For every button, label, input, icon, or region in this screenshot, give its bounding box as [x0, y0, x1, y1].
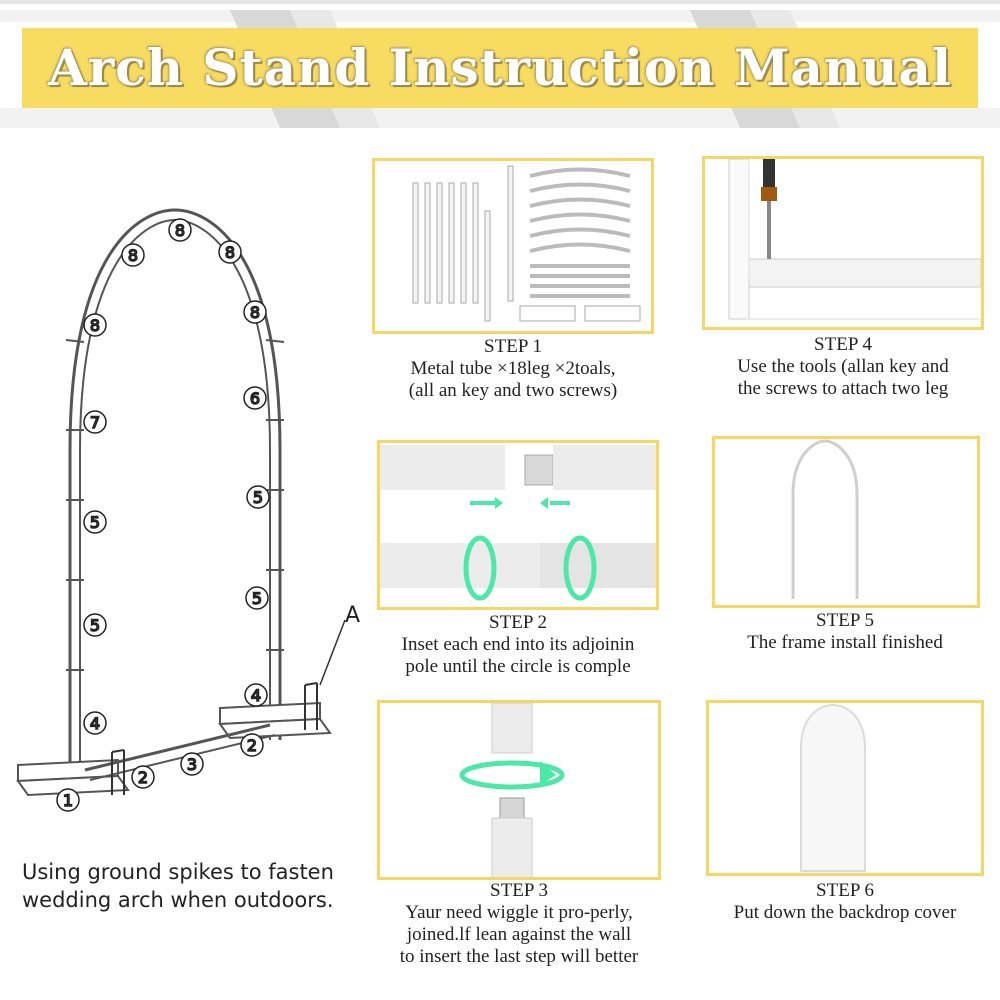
- svg-text:8: 8: [250, 303, 260, 322]
- tube-connection-illustration: [380, 445, 656, 601]
- step-text: The frame install finished: [747, 632, 943, 653]
- step1-image: [372, 158, 654, 334]
- svg-text:4: 4: [251, 686, 261, 705]
- svg-text:8: 8: [128, 246, 138, 265]
- part-number-circle: 2: [240, 733, 264, 757]
- note-line: wedding arch when outdoors.: [22, 888, 334, 912]
- arch-assembly-diagram: 8 8 8 8 8 6 7 5 5 5 5 4 4 3 2 2 1: [16, 208, 346, 812]
- step-text: to insert the last step will better: [399, 946, 639, 967]
- step2-caption: STEP 2 Inset each end into its adjoinin …: [370, 612, 666, 678]
- svg-text:5: 5: [253, 488, 263, 507]
- tube-wiggle-illustration: [459, 702, 565, 879]
- part-number-circle: 4: [83, 711, 107, 735]
- part-number-circle: 8: [218, 240, 242, 264]
- part-number-circle: 5: [83, 510, 107, 534]
- svg-text:2: 2: [138, 768, 148, 787]
- step-text: Inset each end into its adjoinin: [401, 634, 635, 655]
- part-number-circle: 4: [244, 683, 268, 707]
- step-text: Put down the backdrop cover: [733, 902, 957, 923]
- svg-text:2: 2: [247, 736, 257, 755]
- part-number-circle: 3: [180, 752, 204, 776]
- step-text: Use the tools (allan key and: [737, 356, 949, 377]
- page-title: Arch Stand Instruction Manual: [48, 38, 952, 97]
- screwdriver-illustration: [728, 158, 982, 320]
- step-title: STEP 2: [489, 612, 547, 633]
- svg-text:5: 5: [90, 513, 100, 532]
- tubes-illustration: [412, 165, 641, 322]
- svg-text:7: 7: [90, 413, 100, 432]
- step5-image: [712, 436, 980, 608]
- svg-text:8: 8: [225, 243, 235, 262]
- part-number-circle: 5: [246, 485, 270, 509]
- finished-frame-illustration: [791, 439, 859, 599]
- step-text: Yaur need wiggle it pro-perly,: [405, 902, 633, 923]
- svg-text:1: 1: [63, 791, 73, 810]
- part-number-circle: 8: [243, 300, 267, 324]
- svg-text:5: 5: [252, 589, 262, 608]
- part-number-circle: 8: [121, 243, 145, 267]
- spike-label: A: [345, 603, 361, 628]
- part-number-circle: 8: [83, 313, 107, 337]
- svg-text:5: 5: [90, 616, 100, 635]
- step3-caption: STEP 3 Yaur need wiggle it pro-perly, jo…: [356, 880, 682, 968]
- step-title: STEP 3: [490, 880, 548, 901]
- part-number-circle: 8: [168, 218, 192, 242]
- step-text: the screws to attach two leg: [737, 378, 949, 399]
- note-line: Using ground spikes to fasten: [22, 860, 334, 884]
- step6-image: [706, 700, 984, 876]
- part-number-circle: 5: [83, 613, 107, 637]
- step-text: (all an key and two screws): [408, 380, 618, 401]
- part-number-circle: 5: [245, 586, 269, 610]
- svg-text:8: 8: [175, 221, 185, 240]
- part-number-circle: 1: [56, 788, 80, 812]
- part-number-circle: 6: [243, 386, 267, 410]
- step-title: STEP 5: [816, 610, 874, 631]
- outdoor-note: Using ground spikes to fasten wedding ar…: [22, 858, 362, 914]
- step-title: STEP 6: [816, 880, 874, 901]
- svg-text:6: 6: [250, 389, 260, 408]
- svg-text:8: 8: [90, 316, 100, 335]
- step-text: pole until the circle is comple: [405, 656, 631, 677]
- step4-caption: STEP 4 Use the tools (allan key and the …: [702, 334, 984, 400]
- step1-caption: STEP 1 Metal tube ×18leg ×2toals, (all a…: [372, 336, 654, 402]
- step2-image: [377, 440, 659, 610]
- svg-text:4: 4: [90, 714, 100, 733]
- step6-caption: STEP 6 Put down the backdrop cover: [690, 880, 1000, 924]
- step5-caption: STEP 5 The frame install finished: [690, 610, 1000, 654]
- backdrop-cover-illustration: [800, 703, 866, 872]
- step3-image: [377, 700, 661, 880]
- step-title: STEP 4: [814, 334, 872, 355]
- part-number-circle: 2: [131, 765, 155, 789]
- step4-image: [702, 156, 984, 330]
- step-title: STEP 1: [484, 336, 542, 357]
- header: Arch Stand Instruction Manual: [0, 0, 1000, 140]
- svg-text:3: 3: [187, 755, 197, 774]
- title-banner: [22, 28, 978, 108]
- step-text: joined.lf lean against the wall: [406, 924, 632, 945]
- step-text: Metal tube ×18leg ×2toals,: [410, 358, 616, 379]
- part-number-circle: 7: [83, 410, 107, 434]
